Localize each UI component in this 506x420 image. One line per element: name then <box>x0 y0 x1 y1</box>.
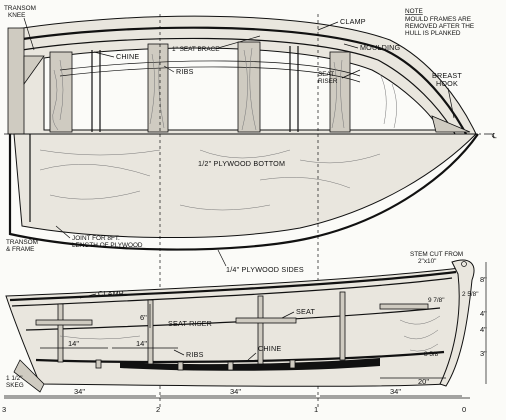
dim-8-5-8: 8 5/8" <box>424 351 440 358</box>
label-joint-1: JOINT FOR 8FT. <box>72 235 120 242</box>
seat-mid <box>235 317 297 324</box>
skeg <box>13 359 45 393</box>
label-skeg-2: SKEG <box>6 382 24 389</box>
breast-hook <box>431 115 471 133</box>
dim-4-a: 4" <box>480 309 487 318</box>
label-breast-hook-2: HOOK <box>436 79 458 88</box>
station-1: 1 <box>314 405 318 414</box>
label-transom-knee-1: TRANSOM <box>4 5 36 12</box>
side-view: STEM CUT FROM 2"x10" CLAMP SEAT SEAT RIS… <box>2 251 487 414</box>
chine-line <box>35 350 445 364</box>
station-3: 3 <box>2 405 6 414</box>
dim-14-b: 14" <box>136 339 147 348</box>
dim-20: 20" <box>418 377 429 386</box>
note-line-3: HULL IS PLANKED <box>405 30 461 37</box>
top-view: ℄ TRANSOM KNEE CLAMP NOTE MOULD FRAMES A… <box>4 5 497 410</box>
seat-fwd <box>379 303 429 310</box>
label-seat-riser-top-1: SEAT <box>318 71 334 78</box>
note-line-2: REMOVED AFTER THE <box>405 23 474 30</box>
stem <box>439 259 475 387</box>
dim-3: 3" <box>480 349 487 358</box>
plywood-bottom <box>13 133 478 239</box>
label-clamp-side: CLAMP <box>98 289 124 298</box>
dim-8: 8" <box>480 275 487 284</box>
wood-grain-bottom <box>39 149 381 211</box>
label-chine-side: CHINE <box>258 344 281 353</box>
label-plywood-bottom: 1/2" PLYWOOD BOTTOM <box>198 159 285 168</box>
dim-34-b: 34" <box>230 387 241 396</box>
frame-station-3 <box>49 51 73 133</box>
label-stem-cut-1: STEM CUT FROM <box>410 251 463 258</box>
sheer-line <box>9 270 457 302</box>
seat-aft <box>35 319 93 326</box>
label-skeg-1: 1 1/2" <box>6 375 22 382</box>
frame-station-2 <box>147 43 169 133</box>
frame-station-0 <box>329 51 351 133</box>
dim-4-b: 4" <box>480 325 487 334</box>
label-joint-2: LENGTH OF PLYWOOD <box>72 242 143 249</box>
station-2: 2 <box>156 405 160 414</box>
dimensions: 14" 14" 6" 20" 34" 34" 34" 8" 4" 4" 3" 8… <box>4 262 487 397</box>
clamp-line <box>15 26 467 135</box>
label-transom-frame-2: & FRAME <box>6 246 34 253</box>
dim-2-5-8: 2 5/8" <box>462 291 478 298</box>
seat-riser-line <box>25 307 441 331</box>
wood-grain-top <box>52 47 397 131</box>
label-transom-frame-1: TRANSOM <box>6 239 38 246</box>
ribs-profile <box>57 291 346 371</box>
dim-14-a: 14" <box>68 339 79 348</box>
transom-knee <box>23 55 45 86</box>
plywood-sides-line <box>8 133 479 251</box>
label-ribs-side: RIBS <box>186 350 204 359</box>
bottom-planking <box>120 358 380 371</box>
label-transom-knee-2: KNEE <box>8 12 25 19</box>
note-line-1: MOULD FRAMES ARE <box>405 16 471 23</box>
dim-34-c: 34" <box>390 387 401 396</box>
dim-9-7-8: 9 7/8" <box>428 297 444 304</box>
label-ribs-top: RIBS <box>176 67 194 76</box>
dim-6: 6" <box>140 313 147 322</box>
frame-station-1 <box>237 41 261 133</box>
label-breast-hook-1: BREAST <box>432 71 462 80</box>
wood-grain-side <box>59 315 441 352</box>
station-0: 0 <box>462 405 466 414</box>
label-seat-riser-side: SEAT RISER <box>168 319 212 328</box>
label-clamp-top: CLAMP <box>340 17 366 26</box>
label-seat: SEAT <box>296 307 315 316</box>
label-plywood-sides: 1/4" PLYWOOD SIDES <box>226 265 304 274</box>
note-title: NOTE <box>405 8 423 15</box>
label-seat-riser-top-2: RISER <box>318 78 338 85</box>
centerline-symbol: ℄ <box>491 131 497 140</box>
transom <box>7 27 25 135</box>
label-moulding: MOULDING <box>360 43 401 52</box>
label-chine: CHINE <box>116 52 139 61</box>
label-stem-cut-2: 2"x10" <box>418 258 436 265</box>
dim-34-a: 34" <box>74 387 85 396</box>
label-seat-brace: 1" SEAT BRACE <box>172 46 220 53</box>
moulding-line <box>21 37 456 135</box>
